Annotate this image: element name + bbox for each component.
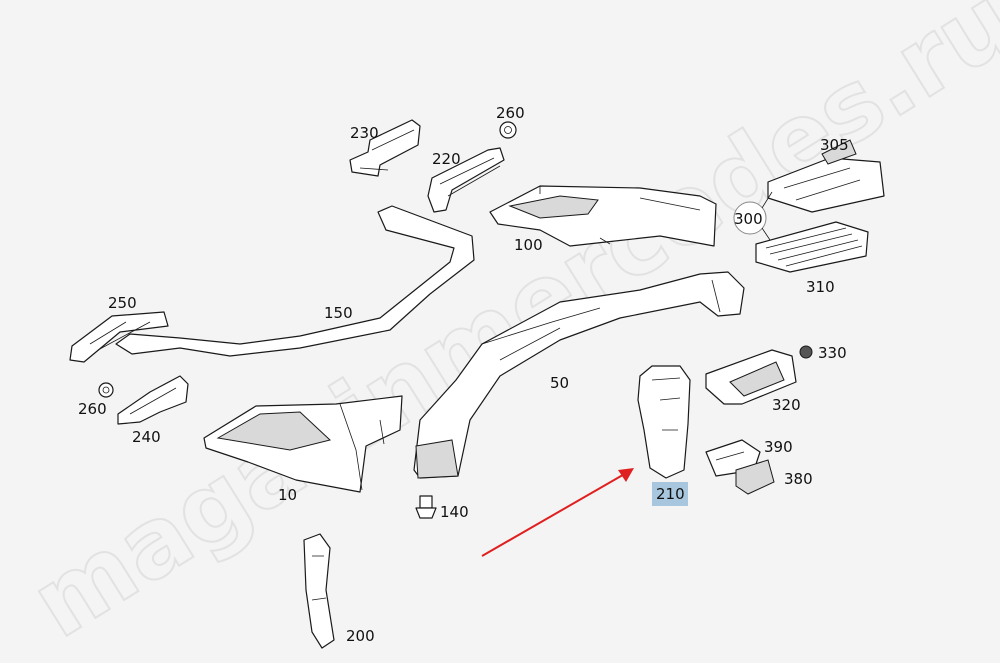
part-310-cabin-filter[interactable] (755, 221, 869, 273)
pointer-arrow (481, 468, 634, 557)
label-100: 100 (514, 236, 543, 254)
label-300: 300 (734, 210, 763, 228)
label-140: 140 (440, 503, 469, 521)
part-230-bracket[interactable] (349, 119, 421, 177)
part-200-vertical-duct[interactable] (303, 533, 335, 649)
watermark: magazinmercedes.ru (13, 0, 1000, 660)
label-50: 50 (550, 374, 569, 392)
part-10-lower-duct[interactable] (203, 395, 403, 493)
label-380: 380 (784, 470, 813, 488)
part-100-air-duct[interactable] (489, 185, 717, 247)
label-230: 230 (350, 124, 379, 142)
label-260-top: 260 (496, 104, 525, 122)
part-320-vent-grille[interactable] (705, 349, 797, 405)
part-380-actuator[interactable] (735, 459, 775, 495)
label-330: 330 (818, 344, 847, 362)
part-260-nut-bottom[interactable] (98, 382, 114, 398)
part-140-clip[interactable] (415, 495, 437, 519)
part-240-bracket[interactable] (117, 375, 189, 425)
label-10: 10 (278, 486, 297, 504)
part-330-nut[interactable] (799, 345, 813, 359)
label-200: 200 (346, 627, 375, 645)
label-305: 305 (820, 136, 849, 154)
part-50-main-duct[interactable] (413, 271, 745, 479)
part-250-bracket[interactable] (69, 311, 169, 363)
part-220-bracket[interactable] (427, 147, 505, 213)
label-150: 150 (324, 304, 353, 322)
part-260-nut-top[interactable] (499, 121, 517, 139)
label-240: 240 (132, 428, 161, 446)
label-260-bottom: 260 (78, 400, 107, 418)
label-320: 320 (772, 396, 801, 414)
part-210-vent-duct[interactable] (637, 365, 691, 479)
part-305-filter-housing[interactable] (767, 139, 885, 213)
label-210-highlight (652, 482, 688, 506)
label-310: 310 (806, 278, 835, 296)
label-250: 250 (108, 294, 137, 312)
part-150-hose[interactable] (115, 205, 475, 357)
label-220: 220 (432, 150, 461, 168)
part-300-group-marker (733, 191, 773, 241)
label-390: 390 (764, 438, 793, 456)
label-210: 210 (656, 485, 685, 503)
